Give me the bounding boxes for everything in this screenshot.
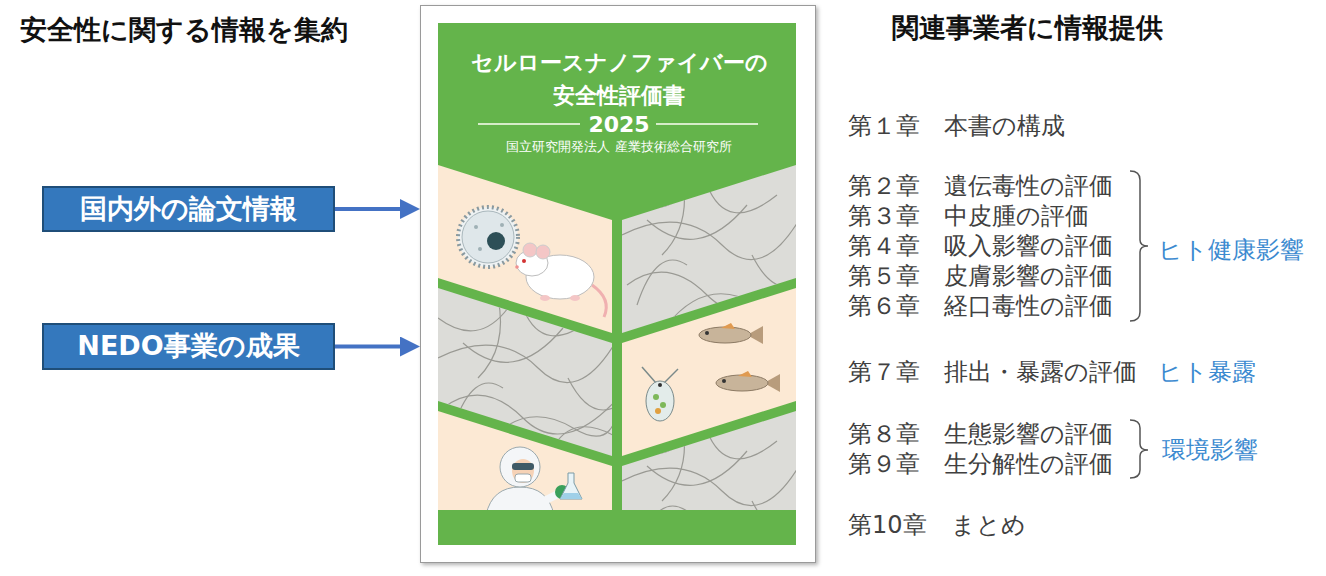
daphnia-illustration [655,408,661,414]
gray-panel [622,411,796,510]
scientist-illustration [515,474,531,482]
box-text: 国内外の論文情報 [80,193,297,225]
cell-illustration [462,211,514,263]
fish-illustration [738,371,752,377]
cell-illustration [474,225,478,229]
fish-illustration [699,323,763,344]
cell-illustration [478,247,482,251]
flow-arrow [335,345,400,349]
fish-illustration [699,327,751,343]
daphnia-illustration [646,381,674,421]
book-cover: セルロースナノファイバーの 安全性評価書2025国立研究開発法人 産業技術総合研… [420,5,816,563]
fish-illustration [722,379,726,383]
rat-illustration [522,259,526,263]
fiber-image [438,298,618,458]
fiber-image [438,298,618,458]
scientist-illustration [512,463,534,470]
cover-org: 国立研究開発法人 産業技術総合研究所 [439,139,799,155]
cover-panels [438,165,796,510]
year-rule [478,123,580,125]
group-label: ヒト暴露 [1158,358,1256,387]
group-bracket [1130,171,1148,321]
section-heading: 安全性に関する情報を集約 [20,14,348,46]
cover-title: セルロースナノファイバーの 安全性評価書 [439,46,799,112]
rat-illustration [515,243,606,317]
daphnia-illustration [660,402,666,408]
fish-illustration [705,331,709,335]
chapter-item: 第５章 皮膚影響の評価 [848,262,1113,291]
scientist-illustration [500,447,540,487]
daphnia-illustration [642,367,656,383]
rat-illustration [540,295,550,301]
year-rule [656,123,758,125]
scientist-illustration [560,473,582,499]
rat-illustration [570,295,580,301]
chapter-item: 第10章 まとめ [848,511,1026,540]
flow-arrow [335,207,400,211]
daphnia-illustration [642,367,678,421]
rat-illustration [536,245,550,259]
group-bracket [1130,420,1148,478]
chapter-item: 第３章 中皮腫の評価 [848,202,1089,231]
cell-illustration [500,223,504,227]
source-box: 国内外の論文情報 [42,186,335,232]
rat-illustration [523,243,537,257]
scientist-illustration [512,459,534,483]
fish-illustration [716,371,780,392]
section-heading: 関連事業者に情報提供 [892,12,1163,44]
chapter-item: 第１章 本書の構成 [848,112,1065,141]
daphnia-illustration [658,383,662,387]
chapter-item: 第４章 吸入影響の評価 [848,232,1113,261]
group-label: ヒト健康影響 [1158,236,1304,265]
fish-illustration [721,323,735,329]
rat-illustration [515,265,519,269]
daphnia-illustration [664,369,678,383]
rat-illustration [592,285,606,317]
scientist-illustration [486,447,582,510]
chapter-item: 第８章 生態影響の評価 [848,420,1113,449]
chapter-item: 第７章 排出・暴露の評価 [848,358,1137,387]
group-label: 環境影響 [1162,436,1258,465]
cell-illustration [487,232,505,250]
scientist-illustration [560,493,582,499]
cell-illustration [458,207,518,267]
fiber-image [622,175,796,335]
box-text: NEDO事業の成果 [77,330,299,362]
chapter-item: 第９章 生分解性の評価 [848,450,1113,479]
daphnia-illustration [653,394,659,400]
chapter-item: 第２章 遺伝毒性の評価 [848,172,1113,201]
fish-illustration [716,375,768,391]
chapter-item: 第６章 経口毒性の評価 [848,292,1113,321]
fiber-image [622,175,796,335]
fiber-image [622,421,796,510]
source-box: NEDO事業の成果 [42,323,335,370]
fiber-image [622,421,796,510]
cell-illustration [458,207,518,267]
cover-year: 2025 [439,111,799,139]
